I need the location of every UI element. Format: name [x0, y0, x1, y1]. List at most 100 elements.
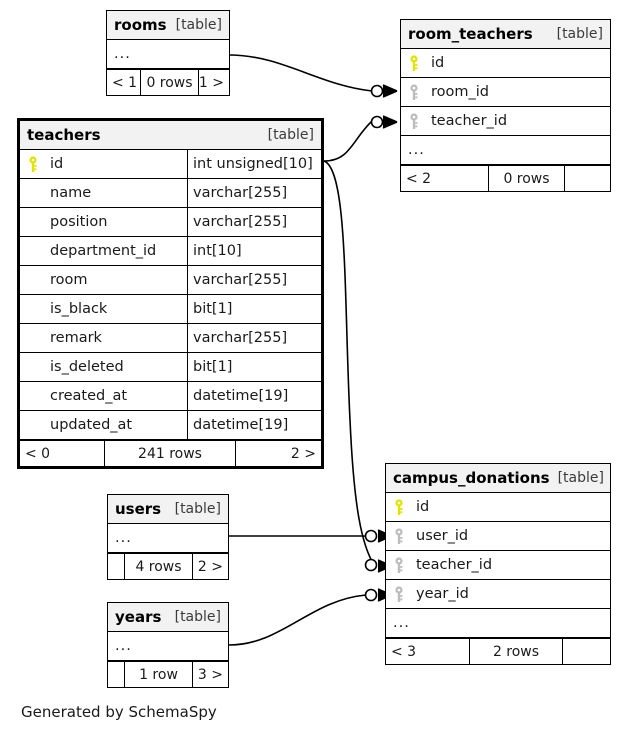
- circle-zero-icon: [370, 84, 384, 98]
- footer-prev[interactable]: < 3: [386, 639, 470, 664]
- footer-prev[interactable]: [108, 554, 125, 579]
- column-row: teacher_id: [386, 551, 610, 580]
- edge-teachers-room_teachers: [323, 120, 373, 162]
- column-type: datetime[19]: [187, 411, 321, 439]
- table-users[interactable]: users [table] ... 4 rows 2 >: [107, 494, 229, 580]
- column-type: varchar[255]: [187, 179, 321, 207]
- columns-ellipsis: ...: [107, 40, 229, 69]
- column-row: created_at datetime[19]: [20, 382, 321, 411]
- column-row: is_deleted bit[1]: [20, 353, 321, 382]
- primary-key-icon: [386, 498, 412, 516]
- column-row: room_id: [401, 78, 610, 107]
- column-row: id: [401, 49, 610, 78]
- generated-by-caption: Generated by SchemaSpy: [21, 703, 217, 721]
- column-row: is_black bit[1]: [20, 295, 321, 324]
- column-row: year_id: [386, 580, 610, 609]
- footer-rowcount: 1 row: [125, 662, 193, 687]
- footer-prev[interactable]: [108, 662, 125, 687]
- circle-zero-icon: [370, 115, 384, 129]
- column-row: id int unsigned[10]: [20, 150, 321, 179]
- column-name: created_at: [50, 388, 128, 404]
- table-header: users [table]: [108, 495, 228, 524]
- column-name: updated_at: [50, 417, 133, 433]
- footer-next[interactable]: [563, 639, 610, 664]
- column-row: updated_at datetime[19]: [20, 411, 321, 440]
- columns-ellipsis: ...: [108, 632, 228, 661]
- primary-key-icon: [401, 54, 427, 72]
- table-footer: 1 row 3 >: [108, 661, 228, 687]
- footer-prev[interactable]: < 0: [20, 441, 105, 466]
- table-name: users: [115, 500, 162, 518]
- column-type: bit[1]: [187, 295, 321, 323]
- columns-ellipsis: ...: [401, 136, 610, 165]
- table-header: campus_donations [table]: [386, 464, 610, 493]
- footer-next[interactable]: [565, 166, 610, 191]
- column-name: user_id: [416, 528, 469, 544]
- column-row: name varchar[255]: [20, 179, 321, 208]
- column-name: id: [50, 156, 64, 172]
- foreign-key-icon: [386, 556, 412, 574]
- column-name: year_id: [416, 586, 469, 602]
- column-type: datetime[19]: [187, 382, 321, 410]
- column-type: varchar[255]: [187, 266, 321, 294]
- footer-prev[interactable]: < 1: [107, 70, 141, 95]
- table-rooms[interactable]: rooms [table] ... < 1 0 rows 1 >: [106, 10, 230, 96]
- table-room_teachers[interactable]: room_teachers [table] id: [400, 19, 611, 192]
- column-row: department_id int[10]: [20, 237, 321, 266]
- footer-next[interactable]: 1 >: [198, 74, 224, 91]
- table-name: rooms: [114, 16, 167, 34]
- table-name: years: [115, 608, 162, 626]
- column-type: varchar[255]: [187, 324, 321, 352]
- column-name: room_id: [431, 84, 489, 100]
- footer-prev[interactable]: < 2: [401, 166, 489, 191]
- columns-ellipsis: ...: [386, 609, 610, 638]
- table-header: years [table]: [108, 603, 228, 632]
- table-type-tag: [table]: [556, 26, 603, 42]
- table-name: room_teachers: [408, 25, 533, 43]
- column-name: room: [50, 272, 88, 288]
- table-campus_donations[interactable]: campus_donations [table] id: [385, 463, 611, 665]
- foreign-key-icon: [401, 112, 427, 130]
- table-teachers[interactable]: teachers [table] id int unsigned[10] nam…: [17, 118, 324, 469]
- column-name: remark: [50, 330, 102, 346]
- column-row: remark varchar[255]: [20, 324, 321, 353]
- column-name: teacher_id: [416, 557, 493, 573]
- foreign-key-icon: [401, 83, 427, 101]
- column-row: room varchar[255]: [20, 266, 321, 295]
- column-row: user_id: [386, 522, 610, 551]
- table-name: campus_donations: [393, 469, 550, 487]
- table-name: teachers: [27, 126, 101, 144]
- column-type: varchar[255]: [187, 208, 321, 236]
- column-row: teacher_id: [401, 107, 610, 136]
- column-name: id: [431, 55, 445, 71]
- table-footer: < 0 241 rows 2 >: [20, 440, 321, 466]
- footer-rowcount: 2 rows: [470, 639, 563, 664]
- column-name: is_deleted: [50, 359, 124, 375]
- primary-key-icon: [20, 155, 46, 173]
- footer-next[interactable]: 2 >: [290, 445, 316, 462]
- table-years[interactable]: years [table] ... 1 row 3 >: [107, 602, 229, 688]
- footer-next[interactable]: 3 >: [197, 666, 223, 683]
- footer-rowcount: 4 rows: [125, 554, 193, 579]
- column-name: is_black: [50, 301, 108, 317]
- circle-zero-icon: [364, 529, 378, 543]
- columns-ellipsis: ...: [108, 524, 228, 553]
- table-type-tag: [table]: [175, 17, 222, 33]
- column-name: department_id: [50, 243, 157, 259]
- table-header: rooms [table]: [107, 11, 229, 40]
- edge-rooms-room_teachers: [228, 54, 373, 92]
- table-footer: 4 rows 2 >: [108, 553, 228, 579]
- table-type-tag: [table]: [174, 609, 221, 625]
- column-type: int unsigned[10]: [187, 150, 321, 178]
- table-footer: < 1 0 rows 1 >: [107, 69, 229, 95]
- table-header: room_teachers [table]: [401, 20, 610, 49]
- column-row: position varchar[255]: [20, 208, 321, 237]
- footer-rowcount: 0 rows: [489, 166, 565, 191]
- table-header: teachers [table]: [20, 121, 321, 150]
- table-type-tag: [table]: [174, 501, 221, 517]
- circle-zero-icon: [364, 558, 378, 572]
- edge-years-campus_donations: [228, 594, 367, 646]
- table-type-tag: [table]: [267, 127, 314, 143]
- footer-next[interactable]: 2 >: [197, 558, 223, 575]
